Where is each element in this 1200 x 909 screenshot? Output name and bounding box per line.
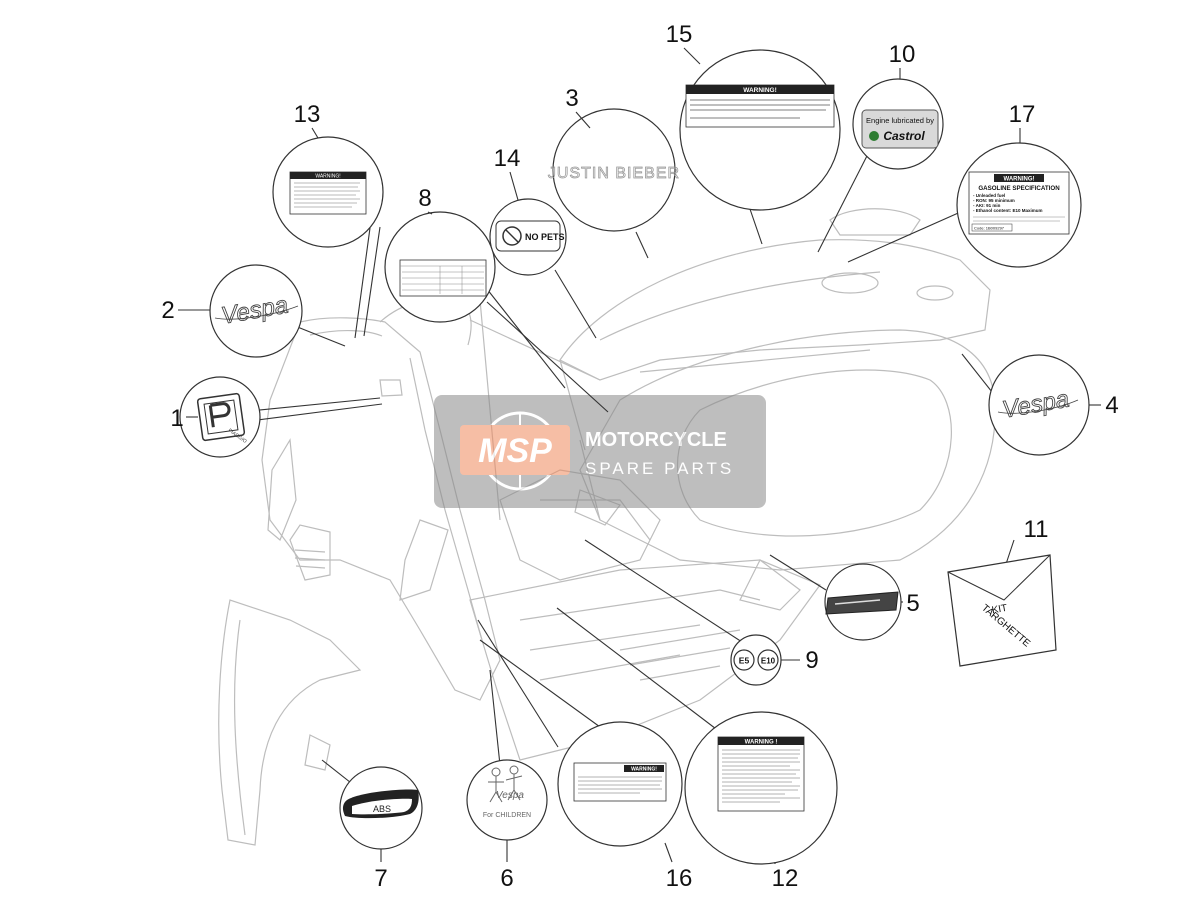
decal-badge-5 bbox=[825, 591, 899, 615]
e5-text: E5 bbox=[739, 656, 750, 666]
no-pets-text: NO PETS bbox=[525, 232, 565, 242]
gasoline-line1: - Unleaded fuel bbox=[973, 193, 1005, 198]
gasoline-line3: - AKI: 91 min bbox=[973, 203, 1001, 208]
signature-text: JUSTIN BIEBER bbox=[548, 165, 680, 182]
watermark-logo-box bbox=[460, 425, 570, 475]
callout-numbers: 1 2 3 4 5 6 7 8 9 10 11 12 13 14 15 16 1… bbox=[161, 21, 1118, 892]
callout-number-7: 7 bbox=[374, 865, 387, 892]
callout-number-5: 5 bbox=[906, 590, 919, 617]
gasoline-warning: WARNING! bbox=[1004, 177, 1035, 183]
callout-number-15: 15 bbox=[666, 21, 693, 48]
callout-number-17: 17 bbox=[1009, 101, 1036, 128]
decal-e5-e10-9: E5 E10 bbox=[733, 649, 779, 671]
vespa-children-script: Vespa bbox=[496, 790, 524, 801]
decal-no-pets-14: NO PETS bbox=[495, 220, 565, 252]
callout-number-12: 12 bbox=[772, 865, 799, 892]
castrol-text: Castrol bbox=[883, 129, 925, 143]
callout-number-11: 11 bbox=[1024, 516, 1049, 543]
callout-number-9: 9 bbox=[805, 647, 818, 674]
gasoline-title: GASOLINE SPECIFICATION bbox=[978, 185, 1060, 192]
decal-tyre-table-8 bbox=[399, 259, 487, 297]
decal-warning-15: WARNING! bbox=[685, 84, 835, 128]
kit-line1: KIT bbox=[991, 603, 1008, 617]
decal-signature-3: JUSTIN BIEBER bbox=[548, 165, 680, 183]
decal-warning-12: WARNING ! bbox=[717, 736, 805, 812]
watermark: MSP MOTORCYCLE SPARE PARTS bbox=[434, 395, 766, 508]
e10-text: E10 bbox=[761, 657, 776, 666]
watermark-line1: MOTORCYCLE bbox=[585, 429, 727, 451]
abs-text: ABS bbox=[373, 804, 391, 814]
callout-circle-2 bbox=[209, 264, 303, 358]
warning-15-title: WARNING! bbox=[743, 87, 777, 94]
warning-12-title: WARNING ! bbox=[745, 740, 778, 746]
gasoline-line2: - RON: 95 minimum bbox=[973, 198, 1015, 203]
callout-number-2: 2 bbox=[161, 297, 174, 324]
decal-gasoline-17: WARNING! GASOLINE SPECIFICATION - Unlead… bbox=[968, 171, 1070, 235]
engine-lubricated-text: Engine lubricated by bbox=[866, 116, 934, 125]
callout-number-14: 14 bbox=[494, 145, 521, 172]
callout-number-8: 8 bbox=[418, 185, 431, 212]
for-children-text: For CHILDREN bbox=[483, 812, 531, 819]
callout-number-10: 10 bbox=[889, 41, 916, 68]
callout-circle-15 bbox=[679, 49, 841, 211]
watermark-logo: MSP bbox=[478, 432, 552, 470]
gasoline-line4: - Ethanol content: E10 Maximum bbox=[973, 208, 1043, 213]
gasoline-code: Code: 1B009297 bbox=[974, 226, 1005, 231]
decal-for-children-6: Vespa For CHILDREN bbox=[483, 765, 531, 819]
decal-abs-7: ABS bbox=[342, 789, 419, 819]
callout-number-1: 1 bbox=[170, 405, 183, 432]
warning-13-title: WARNING! bbox=[315, 174, 340, 180]
decal-warning-13: WARNING! bbox=[289, 171, 367, 215]
warning-16-title: WARNING! bbox=[631, 767, 657, 773]
decal-piaggio-badge: PIAGGIO bbox=[196, 392, 248, 445]
leader-lines bbox=[239, 149, 1015, 791]
callout-number-6: 6 bbox=[500, 865, 513, 892]
callout-number-3: 3 bbox=[565, 85, 578, 112]
callout-number-13: 13 bbox=[294, 101, 321, 128]
castrol-logo-icon bbox=[869, 131, 879, 141]
callout-number-4: 4 bbox=[1105, 392, 1118, 419]
watermark-background bbox=[434, 395, 766, 508]
decal-kit-targhette-11: KIT TARGHETTE bbox=[947, 554, 1057, 667]
callout-circle-3 bbox=[552, 108, 676, 232]
callout-number-16: 16 bbox=[666, 865, 693, 892]
watermark-line2: SPARE PARTS bbox=[585, 459, 734, 478]
decal-warning-16: WARNING! bbox=[573, 762, 667, 802]
decal-castrol-10: Engine lubricated by Castrol bbox=[861, 109, 939, 149]
